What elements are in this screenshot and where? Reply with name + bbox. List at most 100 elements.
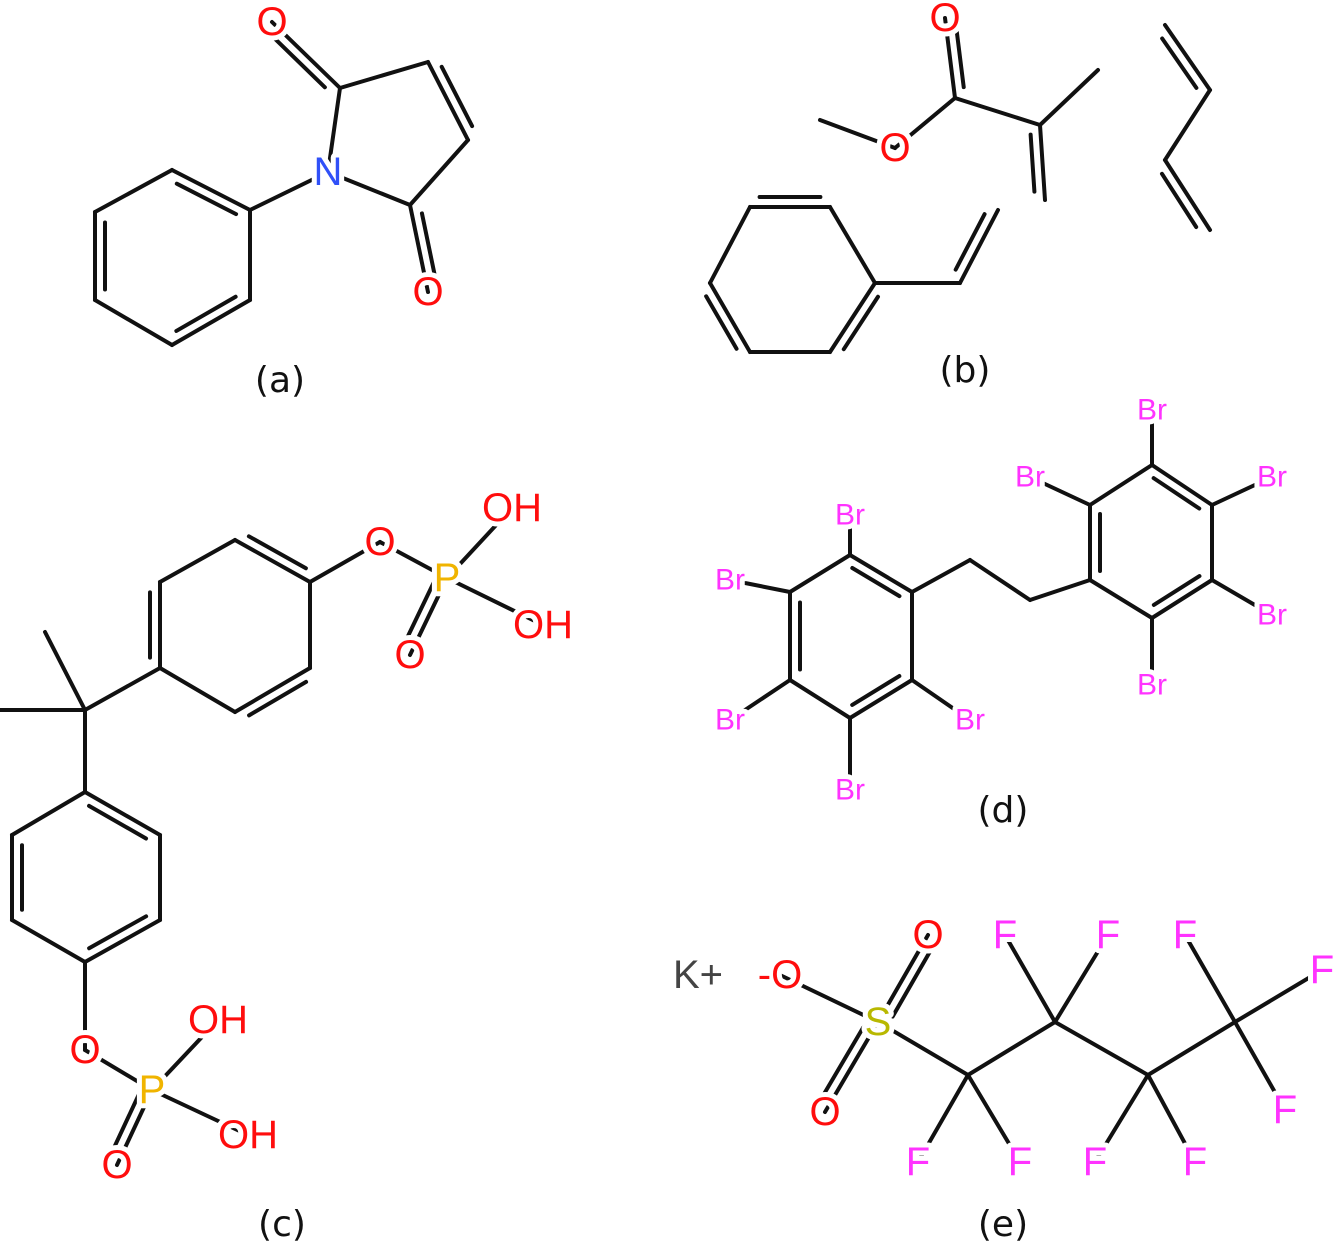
bond: [890, 948, 933, 1019]
bond: [248, 170, 330, 212]
atom-o: -O: [758, 953, 802, 997]
bond: [788, 678, 852, 720]
bond: [1150, 463, 1214, 507]
bond: [910, 678, 972, 722]
bond: [1233, 968, 1324, 1024]
atom-o: O: [879, 126, 910, 170]
atom-br: Br: [715, 704, 745, 737]
bond: [1151, 476, 1202, 511]
atom-br: Br: [1137, 669, 1167, 702]
bond: [1210, 475, 1274, 507]
bond: [445, 506, 514, 580]
atom-o: OH: [218, 1113, 278, 1157]
bond: [115, 1088, 154, 1167]
bond: [954, 24, 966, 90]
atom-o: O: [912, 913, 943, 957]
atom-f: F: [1183, 1140, 1207, 1184]
bond: [1146, 1073, 1197, 1164]
caption-a: (a): [255, 360, 305, 401]
bond: [445, 576, 545, 627]
bond: [83, 790, 162, 837]
atom-f: F: [1310, 948, 1334, 992]
atom-o: O: [364, 520, 395, 564]
atom-br: Br: [955, 704, 985, 737]
bond: [910, 558, 972, 594]
bond: [246, 534, 308, 571]
bond: [1163, 88, 1212, 162]
atom-br: Br: [1015, 461, 1045, 494]
bond: [958, 208, 1000, 285]
atom-o: OH: [482, 486, 542, 530]
caption-d: (d): [978, 790, 1029, 831]
bond: [378, 540, 449, 580]
bond: [1151, 574, 1202, 607]
atom-f: F: [1173, 913, 1197, 957]
bond: [270, 20, 342, 90]
bond: [150, 1088, 250, 1137]
bond: [1028, 475, 1092, 507]
bond: [818, 118, 897, 150]
bond: [943, 16, 957, 100]
atom-n: N: [314, 150, 343, 194]
bond: [953, 96, 1042, 127]
bond: [174, 294, 238, 333]
caption-b: (b): [940, 350, 991, 391]
atom-f: F: [1008, 1140, 1032, 1184]
atom-br: Br: [1137, 394, 1167, 427]
bond: [850, 566, 902, 599]
bond: [966, 1073, 1022, 1164]
caption-e: (e): [978, 1204, 1028, 1245]
atom-br: Br: [835, 774, 865, 807]
bond: [83, 918, 162, 964]
bond: [158, 538, 237, 584]
bond: [1028, 578, 1092, 602]
atom-p: P: [139, 1068, 166, 1112]
bond: [728, 578, 792, 594]
atom-br: Br: [1257, 599, 1287, 632]
bond: [93, 298, 174, 347]
atom-o: O: [101, 1143, 132, 1187]
bond: [876, 1020, 970, 1077]
bond: [158, 666, 237, 714]
bond: [1210, 578, 1274, 617]
captions: (a) (b) (c) (d) (e): [255, 350, 1029, 1245]
bond: [83, 1048, 154, 1092]
bond: [788, 553, 852, 594]
atom-o: O: [929, 0, 960, 40]
bond: [876, 933, 930, 1024]
bond: [1053, 1020, 1150, 1077]
atom-p: P: [434, 556, 461, 600]
bond: [1150, 578, 1214, 620]
bond: [1183, 933, 1237, 1024]
atom-f: F: [1096, 913, 1120, 957]
atom-k: K+: [673, 953, 723, 997]
bond: [83, 666, 162, 712]
bond: [87, 914, 149, 951]
bond: [1003, 933, 1057, 1024]
bond: [408, 576, 449, 657]
bond: [233, 666, 312, 714]
bond: [1163, 158, 1212, 232]
atom-f: F: [1273, 1088, 1297, 1132]
atom-f: F: [1083, 1140, 1107, 1184]
bond: [704, 294, 739, 351]
bond: [848, 553, 914, 594]
bond: [823, 1020, 880, 1114]
bond: [848, 678, 914, 720]
bond: [893, 96, 957, 150]
bond: [850, 674, 902, 707]
bond: [916, 1073, 970, 1164]
bond: [408, 203, 430, 294]
bond: [708, 205, 752, 285]
bond: [841, 294, 880, 352]
atom-o: OH: [513, 603, 573, 647]
bond: [1053, 933, 1110, 1024]
bond: [271, 35, 327, 90]
bond: [1160, 36, 1199, 90]
bond: [728, 678, 792, 722]
bond: [308, 540, 382, 584]
bond: [426, 60, 470, 142]
atom-o: O: [394, 633, 425, 677]
bond: [233, 538, 312, 584]
